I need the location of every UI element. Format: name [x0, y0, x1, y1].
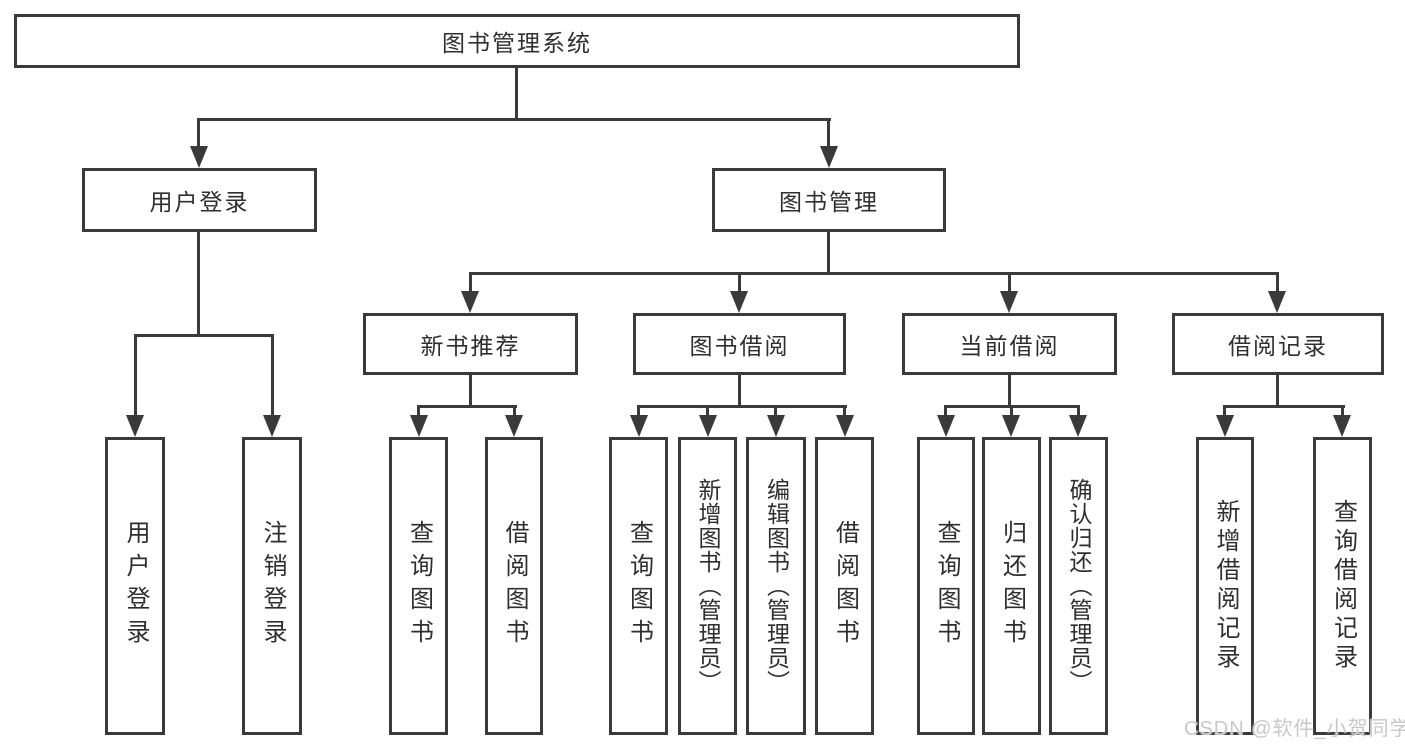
- arrow-cb-leaf1: [937, 415, 955, 437]
- leaf-cb-confirm-return-admin: 确认归还（管理员）: [1049, 437, 1108, 735]
- node-library-system-label: 图书管理系统: [442, 30, 592, 56]
- connector-borrow-records-hline: [1223, 405, 1345, 408]
- leaf-user-login: 用户登录: [105, 437, 165, 735]
- arrow-to-leaf-logout: [263, 415, 281, 437]
- node-borrow-records: 借阅记录: [1172, 313, 1384, 375]
- connector-root-to-book-mgmt-stub: [827, 118, 830, 148]
- leaf-cb-return-books-label: 归还图书: [998, 520, 1026, 652]
- arrow-bb-leaf2: [699, 415, 717, 437]
- node-user-login-label: 用户登录: [149, 189, 250, 215]
- node-user-login: 用户登录: [82, 168, 317, 232]
- connector-nb-leaf1-stub: [417, 405, 420, 418]
- connector-bb-leaf1-stub: [637, 405, 640, 418]
- connector-bb-leaf2-stub: [706, 405, 709, 418]
- node-current-borrow: 当前借阅: [902, 313, 1117, 375]
- connector-book-borrow-vline: [738, 375, 741, 408]
- connector-nb-leaf2-stub: [513, 405, 516, 418]
- connector-user-login-vline: [197, 232, 200, 337]
- connector-book-borrow-hline: [637, 405, 847, 408]
- node-book-management: 图书管理: [712, 168, 946, 232]
- leaf-bb-add-books-admin-label: 新增图书（管理员）: [695, 478, 721, 694]
- leaf-cb-return-books: 归还图书: [982, 437, 1041, 735]
- connector-current-borrow-vline: [1008, 375, 1011, 408]
- node-book-borrow: 图书借阅: [633, 313, 846, 375]
- arrow-bb-leaf3: [767, 415, 785, 437]
- leaf-bb-borrow-books-label: 借阅图书: [831, 520, 859, 652]
- connector-to-new-book-stub: [469, 272, 472, 293]
- arrow-to-current-borrow: [1000, 291, 1018, 313]
- leaf-br-query-record-label: 查询借阅记录: [1329, 499, 1357, 673]
- node-book-management-label: 图书管理: [779, 189, 879, 215]
- connector-new-book-vline: [469, 375, 472, 408]
- arrow-to-leaf-login: [126, 415, 144, 437]
- leaf-cb-confirm-return-admin-label: 确认归还（管理员）: [1066, 478, 1092, 694]
- arrow-br-leaf1: [1216, 415, 1234, 437]
- node-new-book-recommend: 新书推荐: [363, 313, 578, 375]
- node-current-borrow-label: 当前借阅: [959, 333, 1060, 359]
- leaf-user-login-label: 用户登录: [122, 520, 149, 652]
- leaf-br-query-record: 查询借阅记录: [1313, 437, 1372, 735]
- leaf-nb-query-books: 查询图书: [389, 437, 448, 735]
- node-book-borrow-label: 图书借阅: [689, 333, 790, 359]
- connector-to-current-borrow-stub: [1008, 272, 1011, 293]
- arrow-cb-leaf3: [1069, 415, 1087, 437]
- leaf-cb-query-books-label: 查询图书: [933, 520, 960, 652]
- connector-to-book-borrow-stub: [738, 272, 741, 293]
- csdn-watermark: CSDN @软件_小贺同学: [1184, 718, 1405, 740]
- leaf-logout-label: 注销登录: [259, 520, 286, 652]
- connector-to-leaf-login-stub: [134, 334, 137, 417]
- arrow-cb-leaf2: [1002, 415, 1020, 437]
- node-new-book-recommend-label: 新书推荐: [420, 333, 521, 359]
- node-library-system: 图书管理系统: [14, 14, 1020, 68]
- connector-br-leaf2-stub: [1341, 405, 1344, 418]
- connector-new-book-hline: [417, 405, 517, 408]
- connector-bb-leaf3-stub: [774, 405, 777, 418]
- leaf-logout: 注销登录: [242, 437, 302, 735]
- connector-to-leaf-logout-stub: [271, 334, 274, 417]
- arrow-to-user-login: [190, 146, 208, 168]
- connector-book-mgmt-vline: [827, 232, 830, 275]
- leaf-bb-add-books-admin: 新增图书（管理员）: [678, 437, 737, 735]
- connector-user-login-hline: [134, 334, 274, 337]
- arrow-br-leaf2: [1333, 415, 1351, 437]
- leaf-bb-borrow-books: 借阅图书: [815, 437, 874, 735]
- connector-borrow-records-vline: [1276, 375, 1279, 408]
- leaf-bb-edit-books-admin-label: 编辑图书（管理员）: [763, 478, 790, 694]
- arrow-to-borrow-records: [1268, 291, 1286, 313]
- leaf-bb-query-books: 查询图书: [609, 437, 668, 735]
- arrow-to-new-book: [461, 291, 479, 313]
- node-borrow-records-label: 借阅记录: [1228, 333, 1328, 359]
- leaf-nb-borrow-books: 借阅图书: [485, 437, 543, 735]
- arrow-nb-leaf1: [410, 415, 428, 437]
- connector-br-leaf1-stub: [1223, 405, 1226, 418]
- arrow-to-book-borrow: [730, 291, 748, 313]
- leaf-nb-query-books-label: 查询图书: [405, 520, 433, 652]
- connector-cb-leaf1-stub: [944, 405, 947, 418]
- arrow-nb-leaf2: [505, 415, 523, 437]
- connector-to-borrow-records-stub: [1276, 272, 1279, 293]
- leaf-bb-query-books-label: 查询图书: [625, 520, 653, 652]
- leaf-cb-query-books: 查询图书: [917, 437, 975, 735]
- connector-bb-leaf4-stub: [843, 405, 846, 418]
- connector-cb-leaf2-stub: [1010, 405, 1013, 418]
- leaf-bb-edit-books-admin: 编辑图书（管理员）: [746, 437, 806, 735]
- connector-root-hline: [198, 118, 831, 121]
- connector-root-to-user-login-stub: [197, 118, 200, 148]
- connector-root-vline: [515, 68, 518, 118]
- arrow-bb-leaf1: [630, 415, 648, 437]
- connector-book-mgmt-hline: [469, 272, 1279, 275]
- arrow-to-book-mgmt: [820, 146, 838, 168]
- connector-cb-leaf3-stub: [1077, 405, 1080, 418]
- leaf-nb-borrow-books-label: 借阅图书: [501, 520, 528, 652]
- arrow-bb-leaf4: [836, 415, 854, 437]
- leaf-br-add-record-label: 新增借阅记录: [1212, 499, 1239, 673]
- leaf-br-add-record: 新增借阅记录: [1196, 437, 1254, 735]
